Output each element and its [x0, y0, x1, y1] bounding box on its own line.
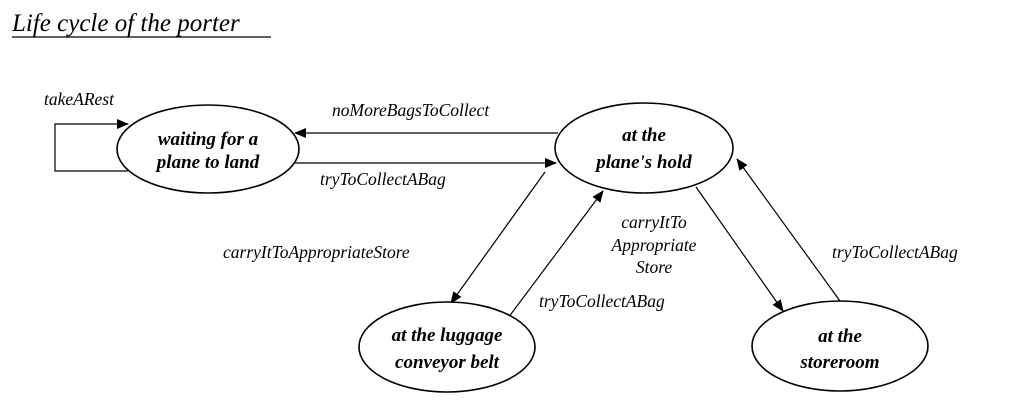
edge-try-collect-from-storeroom [736, 158, 841, 302]
label-carry-to-storeroom-line-1: carryItTo [621, 212, 687, 232]
label-take-a-rest: takeARest [44, 89, 115, 109]
diagram-title: Life cycle of the porter [11, 10, 240, 37]
state-at-storeroom: at the storeroom [751, 300, 929, 392]
state-waiting-for-plane: waiting for a plane to land [116, 104, 300, 194]
state-at-luggage-conveyor-belt: at the luggage conveyor belt [358, 301, 536, 393]
edge-carry-to-storeroom [695, 186, 784, 312]
edge-carry-to-conveyor [450, 171, 546, 304]
label-carry-to-storeroom-line-2: Appropriate [611, 235, 697, 255]
label-try-to-collect-from-storeroom: tryToCollectABag [832, 242, 958, 262]
state-waiting-label-line-1: waiting for a [158, 129, 259, 150]
label-carry-to-appropriate-store-conveyor: carryItToAppropriateStore [223, 242, 410, 262]
state-hold-label-line-2: plane's hold [594, 152, 692, 173]
label-try-to-collect-from-waiting: tryToCollectABag [320, 169, 446, 189]
edge-take-a-rest [54, 119, 129, 172]
state-waiting-label-line-2: plane to land [155, 152, 260, 173]
state-conveyor-label-line-2: conveyor belt [395, 352, 500, 373]
label-carry-to-storeroom-line-3: Store [636, 257, 673, 277]
state-at-planes-hold: at the plane's hold [554, 102, 734, 194]
edge-try-collect-from-conveyor [507, 190, 604, 319]
state-storeroom-label-line-1: at the [818, 326, 862, 347]
state-hold-label-line-1: at the [622, 125, 666, 146]
label-try-to-collect-from-conveyor: tryToCollectABag [539, 291, 665, 311]
label-no-more-bags-to-collect: noMoreBagsToCollect [332, 100, 490, 120]
state-conveyor-label-line-1: at the luggage [392, 325, 503, 346]
state-storeroom-label-line-2: storeroom [799, 352, 879, 373]
